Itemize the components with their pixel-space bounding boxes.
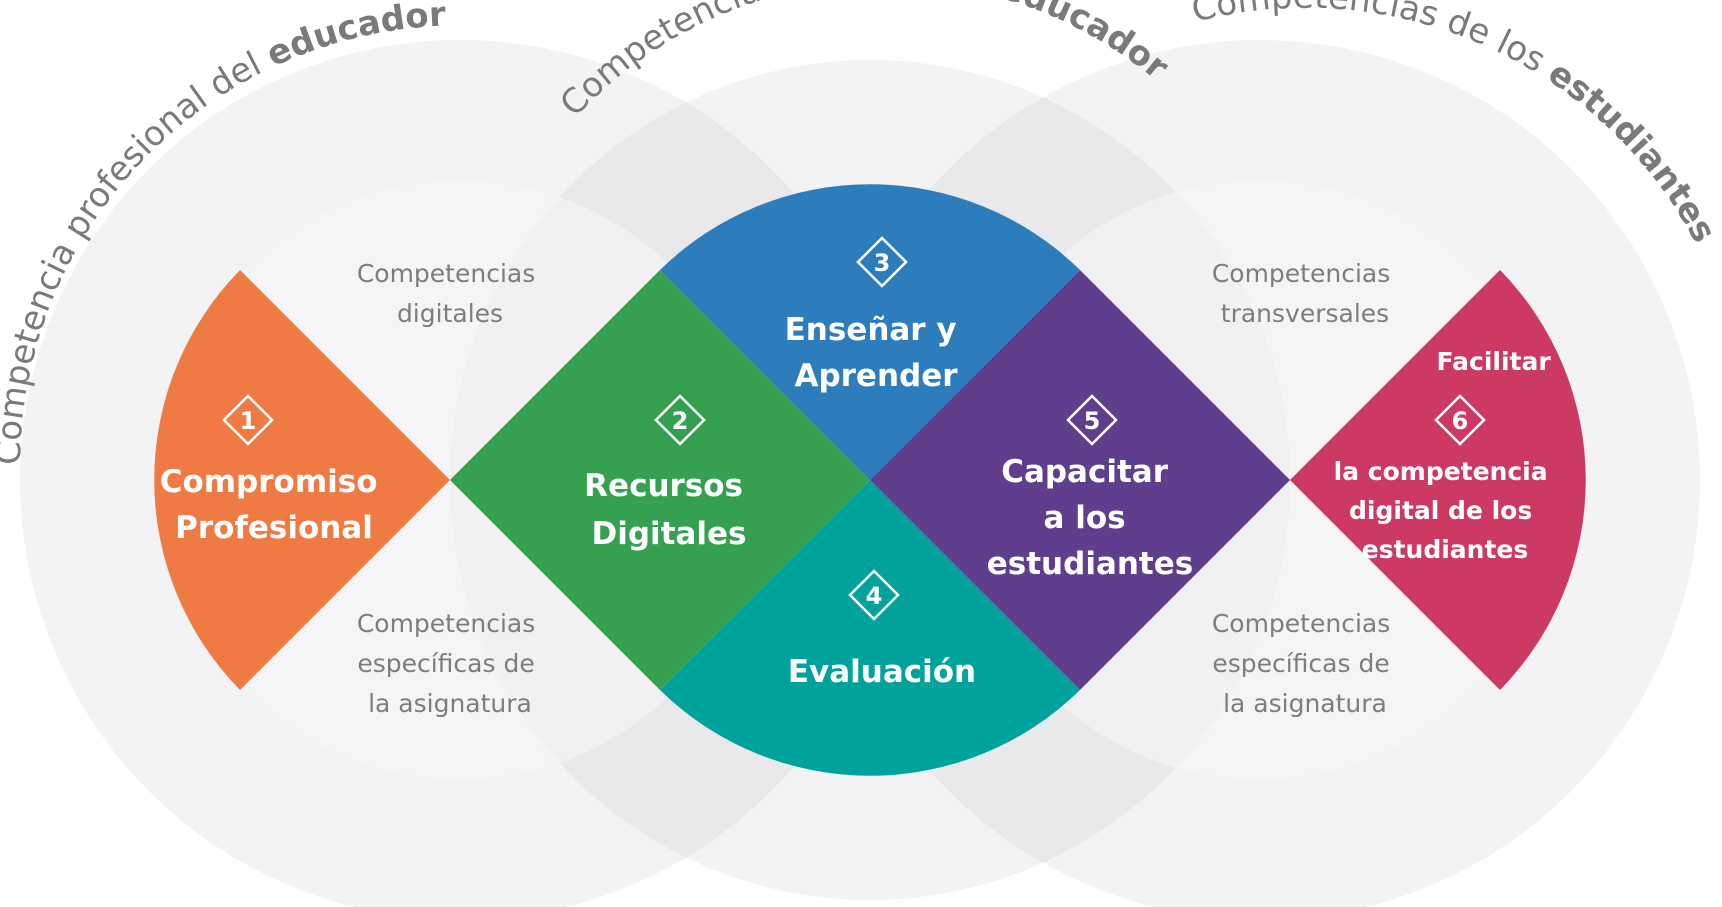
area-labels: Compromiso Profesional Recursos Digitale… xyxy=(160,312,1560,690)
area-4-shape xyxy=(660,480,1080,776)
badge-2: 2 xyxy=(654,394,706,446)
area-6-label: Facilitar la competencia digital de los … xyxy=(1334,347,1560,564)
area-1-shape xyxy=(154,270,450,690)
note-transversal-competences: Competencias transversales xyxy=(1212,259,1398,328)
badge-3: 3 xyxy=(856,236,908,288)
note-digital-competences: Competencias digitales xyxy=(357,259,543,328)
badge-1: 1 xyxy=(222,394,274,446)
area-1-label: Compromiso Profesional xyxy=(160,464,389,546)
area-3-label: Enseñar y Aprender xyxy=(785,312,968,394)
note-subject-competences-left: Competencias específicas de la asignatur… xyxy=(357,609,543,718)
badge-5: 5 xyxy=(1066,394,1118,446)
number-badges: 1 2 3 4 5 6 xyxy=(222,236,1486,621)
area-6-shape xyxy=(1290,270,1586,690)
badge-4-number: 4 xyxy=(866,582,883,610)
badge-5-number: 5 xyxy=(1084,407,1101,435)
badge-6-number: 6 xyxy=(1452,407,1469,435)
note-subject-competences-right: Competencias específicas de la asignatur… xyxy=(1212,609,1398,718)
area-2-label: Recursos Digitales xyxy=(584,468,754,552)
badge-2-number: 2 xyxy=(672,407,689,435)
badge-1-number: 1 xyxy=(240,407,257,435)
side-notes: Competencias digitales Competencias espe… xyxy=(357,259,1398,718)
area-5-label: Capacitar a los estudiantes xyxy=(987,454,1193,582)
badge-6: 6 xyxy=(1434,394,1486,446)
area-4-label: Evaluación xyxy=(788,654,976,690)
area-shapes xyxy=(154,184,1586,776)
badge-3-number: 3 xyxy=(874,249,891,277)
badge-4: 4 xyxy=(848,569,900,621)
area-5-shape xyxy=(870,270,1290,690)
area-3-shape xyxy=(660,184,1080,481)
